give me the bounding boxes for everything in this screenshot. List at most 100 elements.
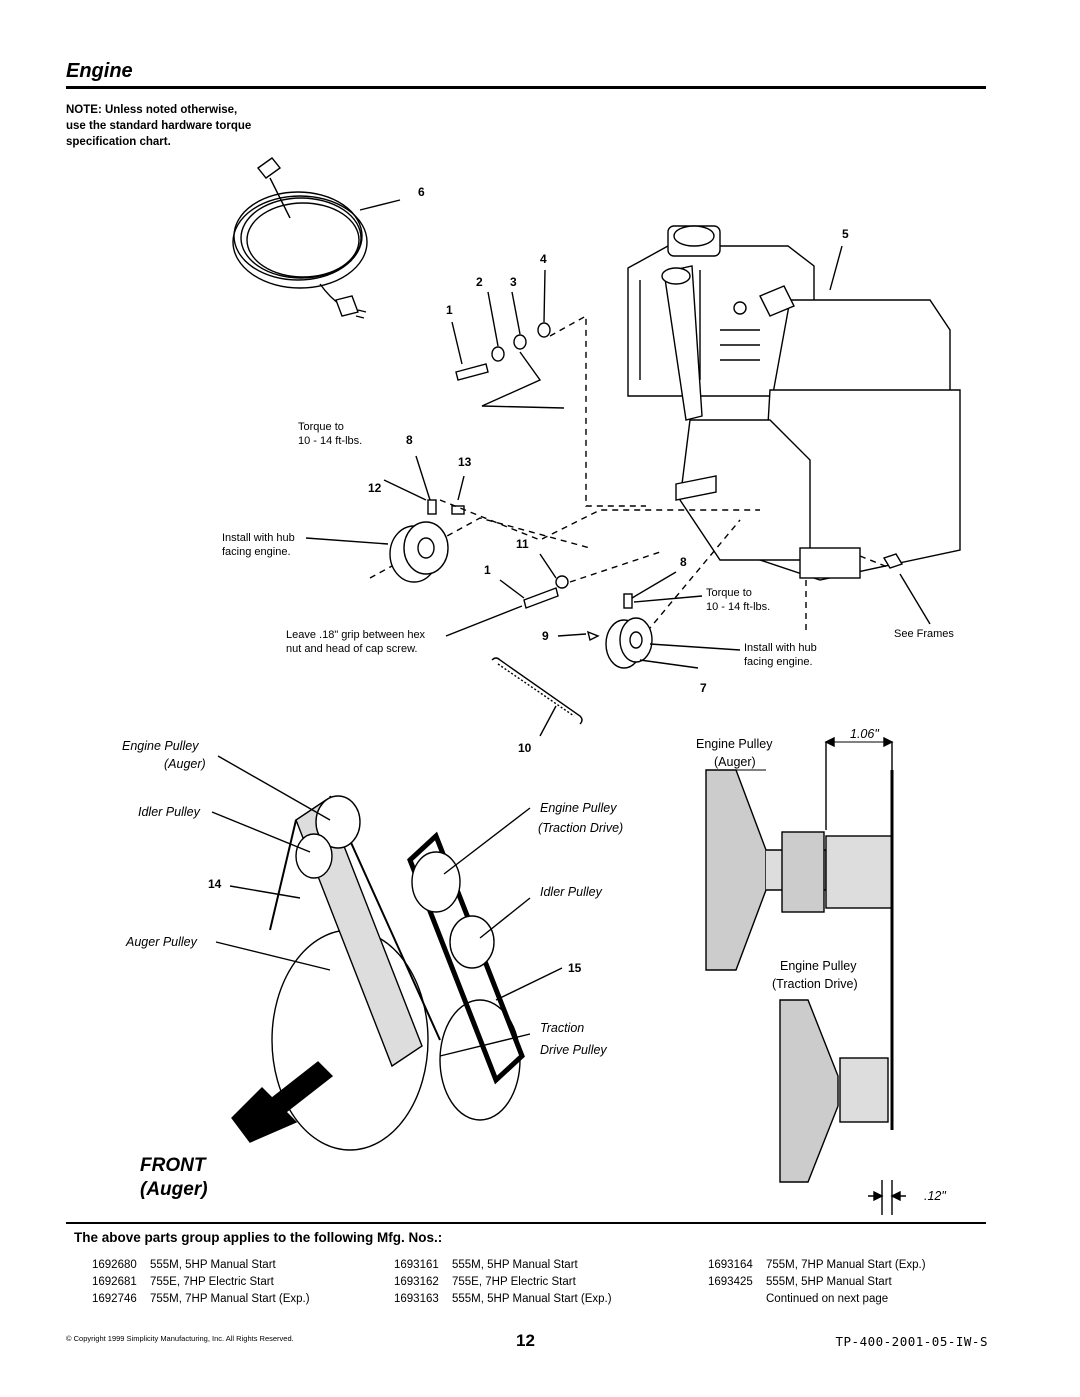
dimension-bottom: .12" xyxy=(924,1189,946,1203)
mfg-description: 755E, 7HP Electric Start xyxy=(452,1276,576,1288)
mfg-number: 1693162 xyxy=(394,1276,439,1288)
callout-5: 5 xyxy=(842,227,849,241)
parts-row: 1693164 755M, 7HP Manual Start (Exp.) xyxy=(708,1257,926,1274)
install-hub-annotation: Install with hub xyxy=(744,642,817,654)
mfg-description: 555M, 5HP Manual Start xyxy=(150,1259,276,1271)
front-arrow-icon xyxy=(231,1061,334,1143)
mfg-description: 555M, 5HP Manual Start xyxy=(766,1276,892,1288)
mfg-number: 1692681 xyxy=(92,1276,137,1288)
see-frames-annotation: See Frames xyxy=(894,628,954,640)
side-label-auger: (Auger) xyxy=(714,755,756,769)
torque-annotation: Torque to xyxy=(706,587,752,599)
parts-row: Continued on next page xyxy=(708,1291,926,1308)
callout-2: 2 xyxy=(476,275,483,289)
note-line: NOTE: Unless noted otherwise, xyxy=(66,104,238,116)
side-label-engine-pulley: Engine Pulley xyxy=(696,737,773,751)
parts-row: 1693425 555M, 5HP Manual Start xyxy=(708,1274,926,1291)
torque-annotation: Torque to xyxy=(298,421,344,433)
belt-label-auger-pulley: Auger Pulley xyxy=(125,935,198,949)
key-13 xyxy=(451,505,465,515)
engine-exploded-diagram: 6 5 4 2 3 1 8 13 12 11 8 1 9 7 10 14 15 … xyxy=(122,157,961,1215)
parts-column: 1693161 555M, 5HP Manual Start 1693162 755… xyxy=(394,1257,612,1308)
install-hub-annotation: facing engine. xyxy=(744,656,813,668)
parts-row: 1693162 755E, 7HP Electric Start xyxy=(394,1274,612,1291)
install-hub-annotation: facing engine. xyxy=(222,546,291,558)
set-screw-8 xyxy=(623,593,633,609)
callout-8: 8 xyxy=(680,555,687,569)
callout-8: 8 xyxy=(406,433,413,447)
cap-screw-1 xyxy=(523,575,569,609)
mfg-number xyxy=(708,1291,766,1308)
callout-12: 12 xyxy=(368,481,382,495)
callout-14: 14 xyxy=(208,877,222,891)
side-view-auger-pulley xyxy=(705,769,893,971)
engine-illustration xyxy=(627,225,961,581)
torque-annotation: 10 - 14 ft-lbs. xyxy=(706,601,770,613)
mfg-description: 755M, 7HP Manual Start (Exp.) xyxy=(766,1259,926,1271)
belt-drive-schematic xyxy=(269,795,525,1151)
note-line: specification chart. xyxy=(66,136,171,148)
belt-label-engine-pulley-td: Engine Pulley xyxy=(540,801,617,815)
callout-3: 3 xyxy=(510,275,517,289)
copyright: © Copyright 1999 Simplicity Manufacturin… xyxy=(66,1334,294,1343)
mfg-number: 1693161 xyxy=(394,1259,439,1271)
page-title: Engine xyxy=(66,60,133,82)
side-view-traction-pulley xyxy=(779,999,889,1183)
torque-note: NOTE: Unless noted otherwise, use the st… xyxy=(66,102,316,150)
page-number: 12 xyxy=(516,1331,535,1350)
grip-annotation: nut and head of cap screw. xyxy=(286,643,417,655)
install-hub-annotation: Install with hub xyxy=(222,532,295,544)
callout-7: 7 xyxy=(700,681,707,695)
callout-1: 1 xyxy=(484,563,491,577)
mfg-number: 1693425 xyxy=(708,1276,753,1288)
applies-heading: The above parts group applies to the fol… xyxy=(74,1230,443,1245)
callout-10: 10 xyxy=(518,741,532,755)
continued-note: Continued on next page xyxy=(766,1293,889,1305)
callout-4: 4 xyxy=(540,252,547,266)
mfg-description: 555M, 5HP Manual Start (Exp.) xyxy=(452,1293,612,1305)
belt-label-idler-pulley: Idler Pulley xyxy=(540,885,603,899)
side-label-traction-drive: (Traction Drive) xyxy=(772,977,858,991)
engine-pulley-auger-part xyxy=(389,521,449,583)
front-label: FRONT (Auger) xyxy=(140,1154,208,1202)
extension-cord-illustration xyxy=(232,157,368,319)
note-line: use the standard hardware torque xyxy=(66,120,252,132)
header-rule xyxy=(66,86,986,89)
callout-1: 1 xyxy=(446,303,453,317)
callout-13: 13 xyxy=(458,455,472,469)
linkage-hardware xyxy=(455,322,565,409)
mfg-description: 755M, 7HP Manual Start (Exp.) xyxy=(150,1293,310,1305)
callout-9: 9 xyxy=(542,629,549,643)
grip-annotation: Leave .18" grip between hex xyxy=(286,629,426,641)
spring-10 xyxy=(491,657,583,725)
mfg-description: 555M, 5HP Manual Start xyxy=(452,1259,578,1271)
belt-label-engine-pulley: Engine Pulley xyxy=(122,739,199,753)
belt-label-traction-drive: (Traction Drive) xyxy=(538,821,623,835)
belt-label-drive-pulley: Drive Pulley xyxy=(540,1043,607,1057)
belt-label-traction: Traction xyxy=(540,1021,584,1035)
dimension-top: 1.06" xyxy=(850,727,879,741)
leader-line xyxy=(359,199,401,211)
mfg-description: 755E, 7HP Electric Start xyxy=(150,1276,274,1288)
section-rule xyxy=(66,1222,986,1224)
parts-row: 1692680 555M, 5HP Manual Start xyxy=(92,1257,310,1274)
assembly-lines xyxy=(369,314,891,641)
parts-column: 1692680 555M, 5HP Manual Start 1692681 755… xyxy=(92,1257,310,1308)
mfg-number: 1693164 xyxy=(708,1259,753,1271)
belt-label-idler-pulley: Idler Pulley xyxy=(138,805,201,819)
torque-annotation: 10 - 14 ft-lbs. xyxy=(298,435,362,447)
parts-column: 1693164 755M, 7HP Manual Start (Exp.) 169… xyxy=(708,1257,926,1308)
callout-6: 6 xyxy=(418,185,425,199)
belt-label-auger: (Auger) xyxy=(164,757,206,771)
set-screw-12 xyxy=(427,499,437,515)
front-label-line: (Auger) xyxy=(140,1179,208,1200)
front-label-line: FRONT xyxy=(140,1155,206,1176)
parts-row: 1693161 555M, 5HP Manual Start xyxy=(394,1257,612,1274)
idler-pulley-part xyxy=(605,617,653,669)
callout-15: 15 xyxy=(568,961,582,975)
side-label-engine-pulley-td: Engine Pulley xyxy=(780,959,857,973)
mfg-number: 1692680 xyxy=(92,1259,137,1271)
parts-row: 1692681 755E, 7HP Electric Start xyxy=(92,1274,310,1291)
